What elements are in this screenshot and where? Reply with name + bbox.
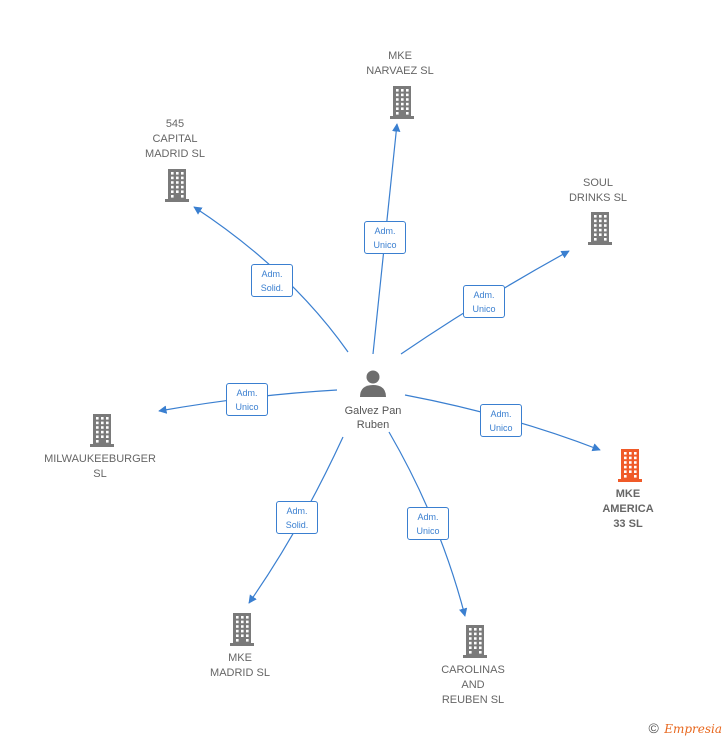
edge-label-narvaez[interactable]: Adm. Unico [364,221,406,254]
company-label-line: CAPITAL [152,133,198,145]
building-icon-milwaukee[interactable] [90,414,114,447]
company-label-madrid[interactable]: MKE MADRID SL [210,651,270,681]
edge-label-line: Unico [373,240,397,250]
building-icon-america[interactable] [618,449,642,482]
company-label-line: NARVAEZ SL [366,65,434,77]
edge-label-line: Adm. [417,512,439,522]
building-icon-carolinas[interactable] [463,625,487,658]
company-label-line: MADRID SL [210,667,270,679]
edge-label-capital[interactable]: Adm. Solid. [251,264,293,297]
company-label-line: AMERICA [602,503,654,515]
company-label-soul[interactable]: SOUL DRINKS SL [569,176,627,206]
edge-label-carolinas[interactable]: Adm. Unico [407,507,449,540]
copyright-icon: © [648,720,659,736]
edge-label-line: Adm. [490,409,512,419]
company-label-line: AND [461,679,485,691]
footer-brand: © Empresia [649,720,722,736]
company-label-line: MADRID SL [145,148,205,160]
edge-label-line: Adm. [236,388,258,398]
edge-label-line: Unico [489,423,513,433]
edge-label-america[interactable]: Adm. Unico [480,404,522,437]
company-label-line: CAROLINAS [441,664,505,676]
company-label-line: MKE [615,488,641,500]
edge-label-line: Unico [472,304,496,314]
company-label-line: MKE [388,50,412,62]
edge-label-madrid[interactable]: Adm. Solid. [276,501,318,534]
edge-label-line: Adm. [261,269,283,279]
company-label-line: 545 [165,118,185,130]
person-icon[interactable] [360,370,386,398]
company-label-line: MILWAUKEEBURGER [44,453,156,465]
company-label-line: REUBEN SL [441,694,505,706]
brand-logo: Empresia [664,722,722,736]
company-label-line: SL [93,468,107,480]
edge-label-milwaukee[interactable]: Adm. Unico [226,383,268,416]
building-icon-soul[interactable] [588,212,612,245]
company-label-line: 33 SL [613,518,643,530]
person-name-line: Galvez Pan [344,405,402,417]
edge-label-line: Adm. [473,290,495,300]
company-label-milwaukee[interactable]: MILWAUKEEBURGER SL [44,452,156,482]
building-icon-capital[interactable] [165,169,189,202]
edge-label-line: Adm. [374,226,396,236]
company-label-line: MKE [228,652,252,664]
edge-label-soul[interactable]: Adm. Unico [463,285,505,318]
company-label-carolinas[interactable]: CAROLINAS AND REUBEN SL [441,663,505,708]
company-label-line: DRINKS SL [568,192,628,204]
edge-label-line: Adm. [286,506,308,516]
edge-label-line: Solid. [260,283,284,293]
building-icon-madrid[interactable] [230,613,254,646]
person-name-line: Ruben [356,419,390,431]
company-label-america[interactable]: MKE AMERICA 33 SL [602,487,653,532]
building-icon-narvaez[interactable] [390,86,414,119]
company-label-narvaez[interactable]: MKE NARVAEZ SL [366,49,433,79]
edge-label-line: Unico [416,526,440,536]
edge-label-line: Unico [235,402,259,412]
edge-label-line: Solid. [285,520,309,530]
company-label-line: SOUL [583,177,613,189]
